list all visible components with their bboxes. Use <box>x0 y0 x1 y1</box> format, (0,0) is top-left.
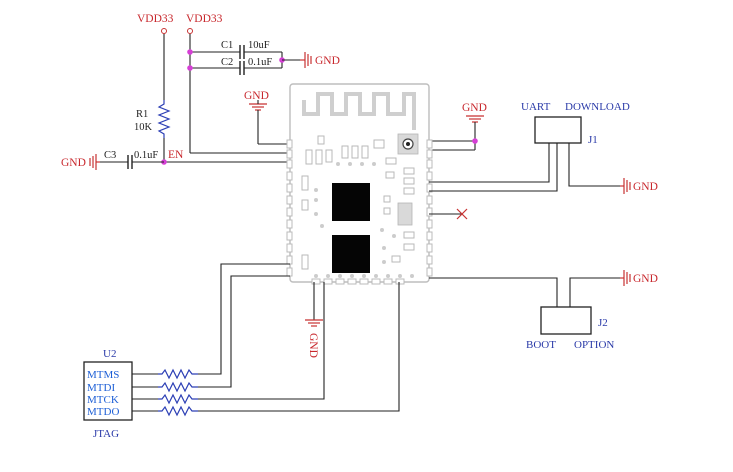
vdd33-right-label: VDD33 <box>186 13 223 25</box>
gnd-c3-label: GND <box>61 157 86 169</box>
u2-caption: JTAG <box>93 428 119 440</box>
capacitor-c3-value: 0.1uF <box>134 150 158 161</box>
crystal <box>397 202 413 226</box>
j2-gnd-label: GND <box>633 273 658 285</box>
en-net: EN <box>161 149 290 165</box>
capacitor-c2-ref: C2 <box>221 57 233 68</box>
j2-boot-label: BOOT <box>526 339 556 351</box>
gnd-module-top-left: GND <box>244 90 290 145</box>
gnd-module-top-right: GND <box>429 102 487 151</box>
connector-j2: GND J2 BOOT OPTION <box>429 270 658 351</box>
connector-j1: UART DOWNLOAD J1 GND <box>429 101 658 194</box>
j2-body <box>540 306 592 335</box>
no-connect-marker <box>429 208 468 220</box>
vdd33-left-label: VDD33 <box>137 13 174 25</box>
j1-ref: J1 <box>588 134 598 146</box>
gnd-c3: GND <box>61 154 100 170</box>
capacitor-c2: C2 0.1uF <box>221 57 282 75</box>
gnd-c1-c2-label: GND <box>315 55 340 67</box>
j2-option-label: OPTION <box>574 339 614 351</box>
vdd33-right-terminal <box>187 28 193 34</box>
gnd-top-left-label: GND <box>244 90 269 102</box>
j1-body <box>534 116 582 144</box>
u2-body <box>83 361 133 421</box>
u2-pin-mtck: MTCK <box>87 394 119 406</box>
capacitor-c2-value: 0.1uF <box>248 57 272 68</box>
gnd-module-bottom: GND <box>305 282 323 358</box>
capacitor-c1-value: 10uF <box>248 40 270 51</box>
capacitor-c3-ref: C3 <box>104 150 116 161</box>
u2-pin-mtdi: MTDI <box>87 382 115 394</box>
u2-jtag-header: U2 MTMS MTDI MTCK MTDO JTAG <box>83 348 133 440</box>
resistor-r1: R1 10K <box>134 100 171 162</box>
resistor-r1-ref: R1 <box>136 109 148 120</box>
vdd33-left-net: VDD33 <box>137 13 174 100</box>
j1-uart-label: UART <box>521 101 551 113</box>
u2-pin-mtdo: MTDO <box>87 406 119 418</box>
j1-download-label: DOWNLOAD <box>565 101 630 113</box>
gnd-c1-c2: GND <box>279 52 340 68</box>
vdd33-left-terminal <box>161 28 167 34</box>
jtag-wiring <box>132 263 400 417</box>
capacitor-c3: C3 0.1uF <box>100 150 164 169</box>
main-chip <box>332 183 370 221</box>
flash-chip <box>332 235 370 273</box>
j1-gnd-label: GND <box>633 181 658 193</box>
gnd-bottom-label: GND <box>307 333 319 358</box>
capacitor-c1-ref: C1 <box>221 40 233 51</box>
u2-ref: U2 <box>103 348 116 360</box>
gnd-top-right-label: GND <box>462 102 487 114</box>
u2-pin-mtms: MTMS <box>87 369 119 381</box>
wifi-module <box>286 83 433 285</box>
en-label: EN <box>168 149 184 161</box>
j2-ref: J2 <box>598 317 608 329</box>
antenna-trace <box>302 92 416 130</box>
resistor-r1-value: 10K <box>134 122 153 133</box>
vdd33-right-net: VDD33 <box>186 13 290 154</box>
resistor-r1-symbol <box>157 100 171 138</box>
